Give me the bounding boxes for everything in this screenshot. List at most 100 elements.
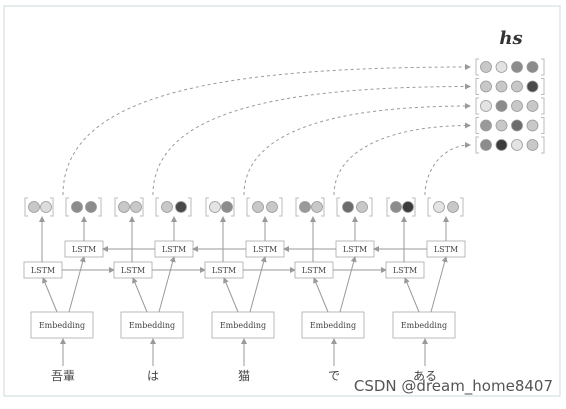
forward-state-0-cell-0	[28, 201, 40, 213]
hs-cell-1-1	[495, 80, 508, 93]
arrow-emb-forward-0	[42, 277, 58, 313]
hs-cell-3-2	[511, 119, 523, 132]
forward-state-4-cell-1	[402, 201, 414, 213]
hs-cell-1-0	[480, 80, 492, 93]
forward-state-1-cell-1	[130, 201, 142, 213]
backward-state-4-bracket-right	[460, 197, 464, 217]
hs-cell-2-0	[480, 100, 492, 112]
backward-state-2-cell-0	[252, 201, 264, 213]
arrow-state-to-hs-2	[243, 103, 471, 196]
forward-state-3-bracket-left	[295, 197, 299, 217]
forward-state-4-bracket-left	[386, 197, 390, 217]
backward-lstm-label-0: LSTM	[72, 245, 96, 254]
backward-state-0-bracket-right	[98, 197, 102, 217]
arrow-state-to-hs-4	[424, 142, 471, 196]
arrow-emb-forward-4	[404, 277, 420, 313]
word-0: 吾輩	[51, 368, 75, 383]
embedding-1	[120, 311, 184, 339]
hs-row-0-bracket-right	[541, 58, 545, 76]
backward-state-3-bracket-right	[369, 197, 373, 217]
hs-cell-4-1	[495, 139, 508, 151]
hs-cell-3-3	[526, 119, 539, 132]
forward-state-1-bracket-left	[114, 197, 118, 217]
backward-lstm-label-4: LSTM	[434, 245, 458, 254]
forward-state-0-bracket-left	[24, 197, 28, 217]
arrow-emb-backward-2	[249, 256, 267, 313]
arrow-emb-backward-0	[68, 256, 86, 313]
forward-state-2-bracket-left	[205, 197, 209, 217]
backward-state-0-cell-1	[85, 201, 97, 213]
backward-lstm-label-3: LSTM	[343, 245, 367, 254]
forward-state-1-cell-0	[118, 201, 130, 213]
hs-row-0-bracket-left	[475, 58, 479, 76]
word-1: は	[147, 369, 159, 383]
backward-state-1-bracket-left	[155, 197, 159, 217]
forward-state-4-cell-0	[390, 201, 402, 213]
arrow-state-to-hs-0	[62, 64, 471, 196]
backward-lstm-label-1: LSTM	[162, 245, 186, 254]
hs-cell-1-2	[511, 80, 523, 93]
arrow-emb-forward-3	[313, 277, 329, 313]
embedding-2	[211, 311, 275, 339]
hs-title: hs	[499, 28, 522, 49]
backward-state-1-cell-0	[161, 201, 173, 213]
backward-state-3-bracket-left	[336, 197, 340, 217]
arrow-emb-backward-4	[430, 256, 448, 313]
hs-row-3-bracket-left	[475, 117, 479, 134]
hs-cell-0-0	[480, 61, 492, 73]
backward-state-2-bracket-right	[279, 197, 283, 217]
forward-state-1-bracket-right	[140, 197, 144, 217]
forward-lstm-label-3: LSTM	[302, 266, 326, 275]
forward-state-2-cell-1	[221, 201, 233, 213]
backward-state-0-cell-0	[71, 201, 83, 213]
embedding-label-3: Embedding	[310, 321, 356, 330]
hs-row-1-bracket-left	[475, 78, 479, 95]
arrow-state-to-hs-1	[152, 83, 471, 196]
backward-state-2-cell-1	[266, 201, 278, 213]
backward-lstm-label-2: LSTM	[253, 245, 277, 254]
arrow-emb-backward-3	[339, 256, 357, 313]
forward-state-3-cell-1	[311, 201, 323, 213]
hs-cell-0-3	[526, 61, 539, 73]
hs-row-2-bracket-right	[541, 97, 545, 115]
forward-state-2-bracket-right	[231, 197, 235, 217]
frame-border	[3, 5, 561, 397]
embedding-label-0: Embedding	[39, 321, 85, 330]
backward-state-3-cell-0	[342, 201, 354, 213]
embedding-3	[301, 311, 365, 339]
forward-lstm-label-1: LSTM	[121, 266, 145, 275]
forward-state-0-cell-1	[40, 201, 52, 213]
hs-cell-1-3	[526, 80, 539, 93]
forward-state-0-bracket-right	[50, 197, 54, 217]
hs-cell-0-1	[495, 61, 508, 73]
forward-state-4-bracket-right	[412, 197, 416, 217]
word-2: 猫	[238, 369, 250, 383]
backward-state-4-bracket-left	[427, 197, 431, 217]
forward-lstm-label-2: LSTM	[212, 266, 236, 275]
backward-state-4-cell-0	[433, 201, 445, 213]
hs-cell-2-2	[511, 100, 523, 112]
backward-state-4-cell-1	[447, 201, 459, 213]
hs-cell-3-1	[495, 119, 508, 132]
forward-state-2-cell-0	[209, 201, 221, 213]
backward-state-3-cell-1	[356, 201, 368, 213]
backward-state-1-cell-1	[175, 201, 187, 213]
forward-state-3-bracket-right	[321, 197, 325, 217]
backward-state-1-bracket-right	[188, 197, 192, 217]
embedding-label-2: Embedding	[220, 321, 266, 330]
hs-row-1-bracket-right	[541, 78, 545, 95]
arrow-state-to-hs-3	[333, 122, 471, 196]
watermark: CSDN @dream_home8407	[354, 377, 553, 396]
arrow-emb-backward-1	[158, 256, 176, 313]
word-4: ある	[413, 369, 437, 383]
hs-cell-3-0	[480, 119, 492, 132]
hs-cell-4-3	[526, 139, 539, 151]
forward-lstm-label-4: LSTM	[393, 266, 417, 275]
backward-state-2-bracket-left	[246, 197, 250, 217]
arrow-emb-forward-1	[132, 277, 148, 313]
hs-row-3-bracket-right	[541, 117, 545, 134]
forward-lstm-label-0: LSTM	[31, 266, 55, 275]
hs-cell-4-2	[511, 139, 523, 151]
hs-row-4-bracket-right	[541, 136, 545, 154]
